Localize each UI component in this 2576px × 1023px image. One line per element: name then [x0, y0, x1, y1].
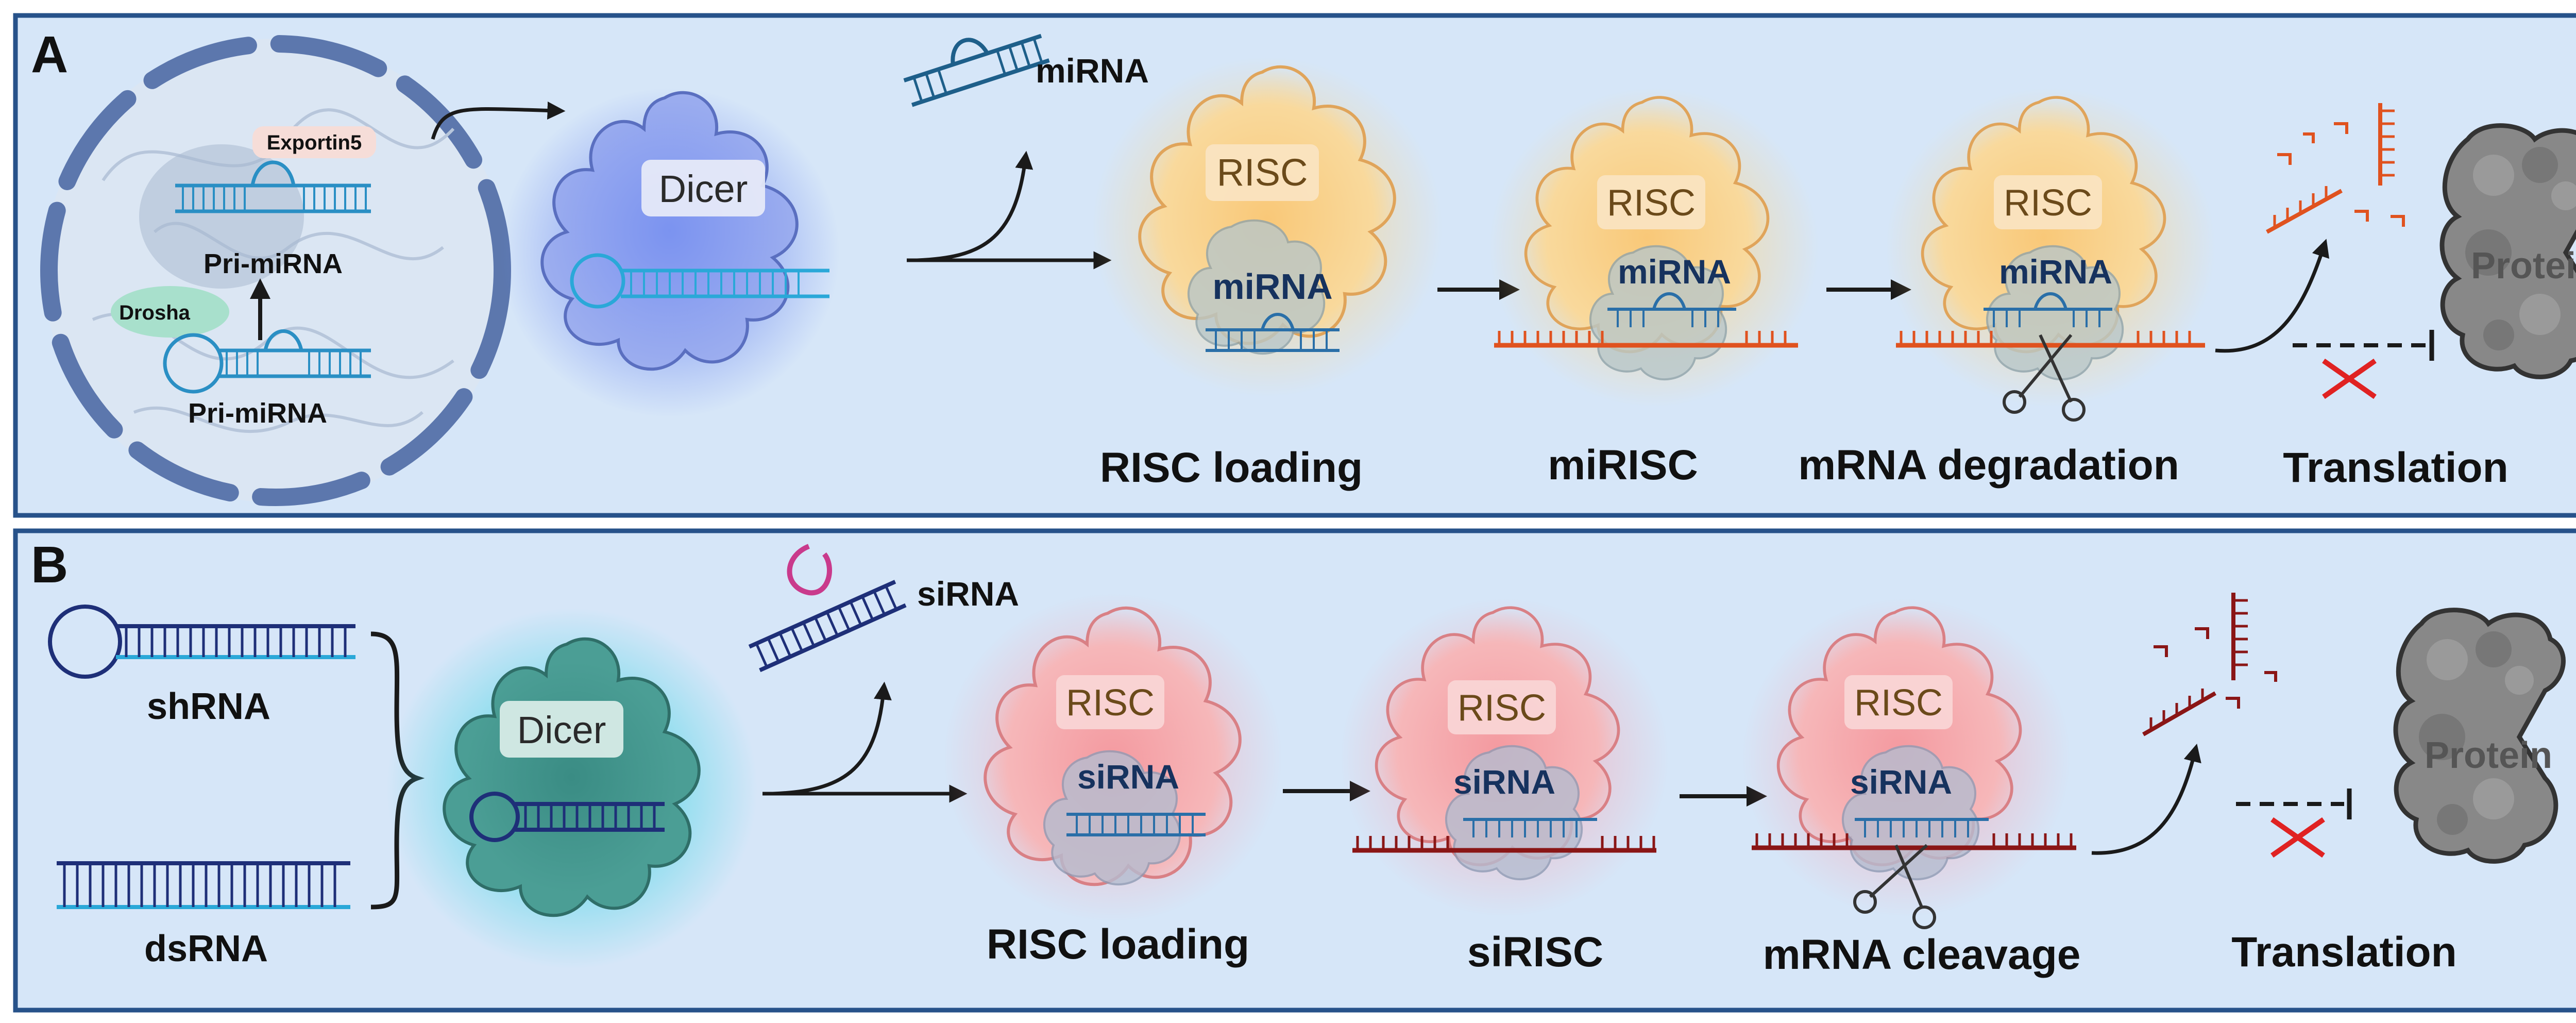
panel-b-letter: B [31, 536, 68, 594]
release-arrow-b [772, 681, 892, 796]
degradation-arrow-b [2091, 744, 2201, 855]
dsrna-label: dsRNA [144, 928, 268, 969]
degradation-arrow-a [2215, 239, 2330, 353]
protein-b: Protein [2396, 610, 2563, 862]
label-sirisc: siRISC [1467, 929, 1603, 976]
risc-a-2-mirna-label: miRNA [1618, 253, 1731, 291]
export-arrow [431, 102, 566, 140]
risc-b-3: RISC siRNA [1741, 598, 2076, 929]
free-mirna-label: miRNA [1036, 52, 1149, 90]
dicer-b: Dicer [386, 608, 757, 969]
pri-mirna-top-label: Pri-miRNA [204, 248, 343, 279]
cleaved-mrna-b [2142, 593, 2277, 736]
shrna-hairpin [48, 605, 355, 679]
risc-a-3-label: RISC [2004, 182, 2092, 224]
risc-b-1-label: RISC [1066, 682, 1155, 724]
risc-a-2-label: RISC [1607, 182, 1696, 224]
pri-mirna-bottom-label: Pri-miRNA [188, 398, 327, 429]
dicer-a: Dicer [500, 88, 840, 417]
free-sirna-duplex [748, 580, 907, 673]
risc-a-1-mirna-label: miRNA [1212, 266, 1332, 307]
exportin5-label: Exportin5 [267, 131, 362, 154]
risc-a-2: RISC miRNA [1489, 88, 1819, 407]
risc-b-2-label: RISC [1458, 687, 1546, 729]
drosha-label: Drosha [119, 301, 191, 324]
degraded-mrna-a [2266, 103, 2405, 234]
risc-b-1-sirna-label: siRNA [1077, 758, 1179, 796]
label-translation-b: Translation [2231, 929, 2456, 976]
label-translation-a: Translation [2283, 444, 2508, 491]
pri-mirna-hairpin [163, 329, 371, 394]
pre-mirna-rungs [182, 186, 367, 211]
risc-b-1: RISC siRNA [943, 593, 1283, 923]
release-arrow-a [917, 150, 1033, 262]
risc-b-3-sirna-label: siRNA [1850, 763, 1952, 801]
protein-a: Protein [2442, 126, 2576, 377]
blocked-x-icon-b [2270, 817, 2325, 858]
exportin5-badge [252, 126, 376, 158]
panel-a: A Exportin5 Pri-miRNA Drosha [13, 13, 2576, 518]
label-mirisc: miRISC [1548, 442, 1698, 489]
shrna-label: shRNA [147, 686, 270, 727]
drosha-blob [111, 286, 229, 338]
panel-b: B shRNA dsRNA Dicer [13, 528, 2576, 1013]
risc-a-1-label: RISC [1217, 151, 1308, 194]
risc-a-1: RISC miRNA [1092, 57, 1443, 397]
pre-mirna-strand [175, 160, 371, 213]
label-mrna-degradation: mRNA degradation [1798, 442, 2179, 489]
dicer-a-label: Dicer [659, 167, 748, 210]
free-mirna-duplex [903, 33, 1050, 107]
scissors-icon-a [2003, 334, 2086, 422]
risc-a-3: RISC miRNA [1886, 88, 2215, 422]
label-risc-loading-b: RISC loading [987, 921, 1249, 968]
scissors-icon-b [1853, 844, 1936, 929]
protein-a-label: Protein [2471, 245, 2576, 287]
nucleus: Exportin5 Pri-miRNA Drosha [40, 35, 511, 506]
panel-a-letter: A [31, 26, 68, 83]
label-risc-loading-a: RISC loading [1100, 444, 1363, 491]
label-mrna-cleavage: mRNA cleavage [1763, 931, 2081, 978]
pri-mirna-rungs [226, 350, 362, 376]
risc-a-3-mirna-label: miRNA [1999, 253, 2112, 291]
dicer-b-label: Dicer [517, 709, 606, 751]
risc-b-3-label: RISC [1854, 682, 1943, 724]
protein-b-label: Protein [2425, 735, 2552, 776]
risc-b-2: RISC siRNA [1340, 598, 1669, 917]
free-sirna-label: siRNA [917, 575, 1019, 613]
risc-b-2-sirna-label: siRNA [1453, 763, 1555, 801]
blocked-x-icon-a [2322, 358, 2377, 399]
cleaved-loop [787, 544, 832, 596]
dsrna-duplex [57, 861, 350, 909]
